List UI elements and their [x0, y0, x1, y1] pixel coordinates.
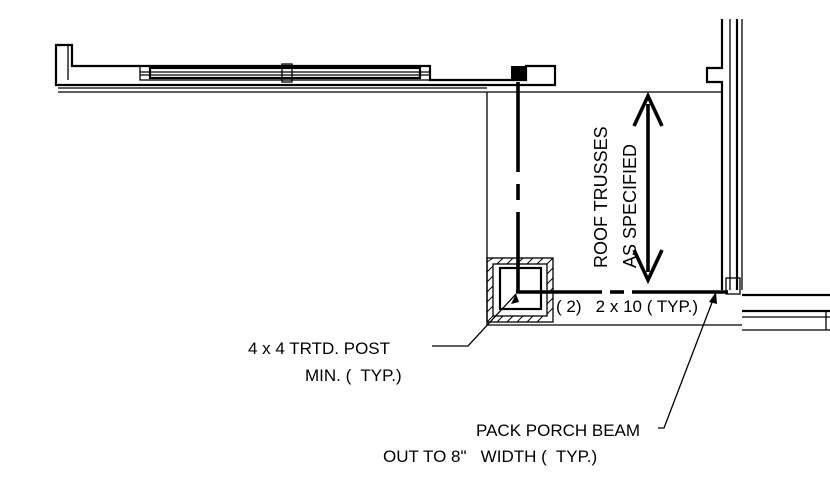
- post-note-line1: 4 x 4 TRTD. POST: [248, 339, 390, 358]
- window-sash: [139, 63, 431, 83]
- truss-span-arrow: [632, 91, 664, 285]
- post-leader: [432, 293, 519, 347]
- right-wall: [705, 19, 743, 295]
- roof-trusses-line2: AS SPECIFIED: [620, 144, 640, 268]
- pack-beam-note-line1: PACK PORCH BEAM: [476, 421, 640, 440]
- roof-trusses-note: ROOF TRUSSES AS SPECIFIED: [591, 126, 640, 268]
- roof-trusses-line1: ROOF TRUSSES: [591, 126, 611, 268]
- pack-beam-note-line2: OUT TO 8" WIDTH ( TYP.): [383, 447, 597, 466]
- lower-right-wall: [742, 293, 830, 331]
- porch-slab: [486, 91, 742, 326]
- beam-size-label: ( 2) 2 x 10 ( TYP.): [556, 297, 698, 316]
- post-note-line2: MIN. ( TYP.): [305, 366, 402, 385]
- corner-post: [486, 257, 554, 323]
- pack-beam-leader: [658, 291, 717, 429]
- vertical-beam: [511, 66, 527, 292]
